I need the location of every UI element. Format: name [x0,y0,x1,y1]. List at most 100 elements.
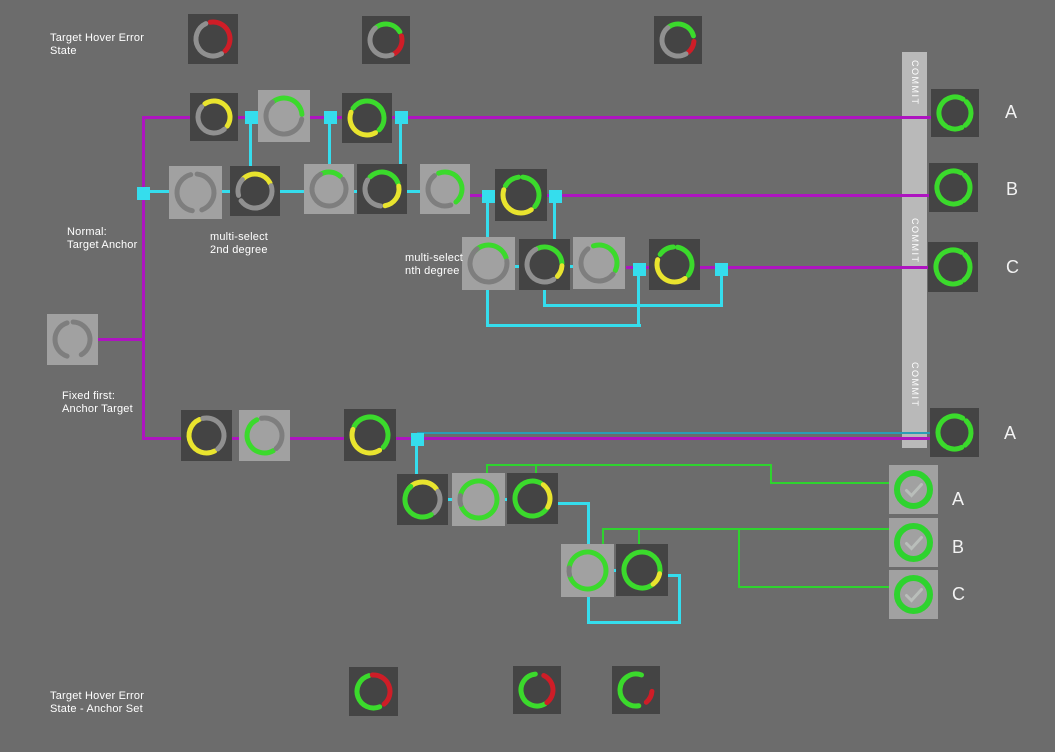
dial-fixed-first-anchor-ring-icon [52,319,93,359]
dial-nth-degree-3-ring-icon [578,242,620,284]
dial-2nd-degree-0[interactable] [169,166,222,219]
dial-anchor-row3-1[interactable] [561,544,614,597]
dial-target-hover-error-3-ring-icon [659,21,697,59]
dial-2nd-degree-0-ring-icon [174,171,217,214]
dial-commit-b[interactable] [929,163,978,212]
dial-commit-check-a-ring-icon [894,470,933,509]
cyan-loop1-up [637,275,640,327]
dial-nth-degree-1-ring-icon [467,242,510,285]
dial-2nd-degree-4[interactable] [420,164,470,214]
dial-target-hover-error-1-ring-icon [193,19,233,59]
dial-anchor-set-2[interactable] [239,410,290,461]
letter-commit-b: B [1006,179,1019,199]
dial-2nd-degree-hub[interactable] [495,169,547,221]
dial-row-a-2[interactable] [258,90,310,142]
label-fixed-first-anchor-target: Fixed first: Anchor Target [62,390,133,415]
cyan-rowb2-loop-horiz [587,621,681,624]
dial-nth-degree-hub[interactable] [649,239,700,290]
cyan-loop2-horiz [543,304,723,307]
node-row-c-1[interactable] [633,263,646,276]
dial-commit-check-c-ring-icon [894,575,933,614]
dial-anchor-row2-1-ring-icon [402,479,443,520]
dial-anchor-set-2-ring-icon [244,415,285,456]
magenta-fixed-link [96,338,144,341]
dial-anchor-row2-3[interactable] [507,473,558,524]
green-to-check-a [770,482,890,484]
cyan-drop-2 [328,119,331,165]
dial-commit-c[interactable] [928,242,978,292]
label-multi-select-2nd-degree: multi-select 2nd degree [210,231,269,256]
cyan-loop2-down [543,288,546,307]
cyan-rowb2-loop-right [665,574,681,577]
cyan-drop-3 [399,119,402,165]
dial-anchor-set-error-1-ring-icon [354,672,393,711]
dial-commit-check-c-check-icon [905,588,923,603]
dial-anchor-row2-2[interactable] [452,473,505,526]
dial-2nd-degree-hub-ring-icon [500,174,542,216]
dial-target-hover-error-1[interactable] [188,14,238,64]
green-rowa2-step-down [770,464,772,484]
dial-anchor-set-hub[interactable] [344,409,396,461]
label-normal-target-anchor: Normal: Target Anchor [67,226,138,251]
commit-bar-label: COMMIT [910,218,920,264]
dial-anchor-set-hub-ring-icon [349,414,391,456]
dial-2nd-degree-1[interactable] [230,166,280,216]
node-row-a-1[interactable] [245,111,258,124]
green-rowa2-tick-1 [486,464,488,476]
dial-2nd-degree-3[interactable] [357,164,407,214]
node-row-a-2[interactable] [324,111,337,124]
dial-nth-degree-hub-ring-icon [654,244,695,285]
cyan-rowa2-conn-2 [501,498,509,501]
dial-anchor-set-error-1[interactable] [349,667,398,716]
dial-target-hover-error-2[interactable] [362,16,410,64]
dial-anchor-set-error-2[interactable] [513,666,561,714]
node-row-c-2[interactable] [715,263,728,276]
dial-commit-a2-ring-icon [935,413,974,452]
dial-anchor-row2-2-ring-icon [457,478,500,521]
cyan-loop1-horiz [486,324,641,327]
letter-check-b: B [952,537,965,557]
dial-commit-a-ring-icon [936,94,974,132]
dial-commit-check-c[interactable] [889,570,938,619]
letter-check-c: C [952,584,965,604]
dial-fixed-first-anchor[interactable] [47,314,98,365]
green-rowb2-tick-2 [638,528,640,546]
dial-anchor-set-1[interactable] [181,410,232,461]
dial-commit-check-a[interactable] [889,465,938,514]
dial-row-a-1[interactable] [190,93,238,141]
node-row-a-3[interactable] [395,111,408,124]
cyan-drop-1 [249,119,252,167]
dial-anchor-row2-3-ring-icon [512,478,553,519]
node-row-b-2[interactable] [549,190,562,203]
dial-2nd-degree-2[interactable] [304,164,354,214]
dial-anchor-row2-1[interactable] [397,474,448,525]
dial-target-hover-error-2-ring-icon [367,21,405,59]
dial-anchor-set-error-3[interactable] [612,666,660,714]
green-rowb2-horiz [602,528,890,530]
dial-row-a-1-ring-icon [195,98,233,136]
dial-nth-degree-3[interactable] [573,237,625,289]
green-rowa2-horiz [486,464,772,466]
dial-commit-check-b[interactable] [889,518,938,567]
green-rowb2-tick-1 [602,528,604,546]
magenta-main-vertical [142,116,145,440]
magenta-bottom-row-a [142,437,932,440]
dial-commit-a[interactable] [931,89,979,137]
dial-anchor-set-error-2-ring-icon [518,671,556,709]
dial-row-a-3[interactable] [342,93,392,143]
dial-2nd-degree-3-ring-icon [362,169,402,209]
node-main-vertical[interactable] [137,187,150,200]
dial-2nd-degree-4-ring-icon [425,169,465,209]
dial-commit-check-b-check-icon [905,536,923,551]
dial-nth-degree-1[interactable] [462,237,515,290]
dial-commit-a2[interactable] [930,408,979,457]
dial-target-hover-error-3[interactable] [654,16,702,64]
node-bottom-a[interactable] [411,433,424,446]
dial-nth-degree-2[interactable] [519,239,570,290]
green-branch-down [738,528,740,588]
letter-commit-a: A [1005,102,1018,122]
dial-anchor-row3-2[interactable] [616,544,668,596]
dial-anchor-row3-1-ring-icon [566,549,609,592]
node-row-b-1[interactable] [482,190,495,203]
